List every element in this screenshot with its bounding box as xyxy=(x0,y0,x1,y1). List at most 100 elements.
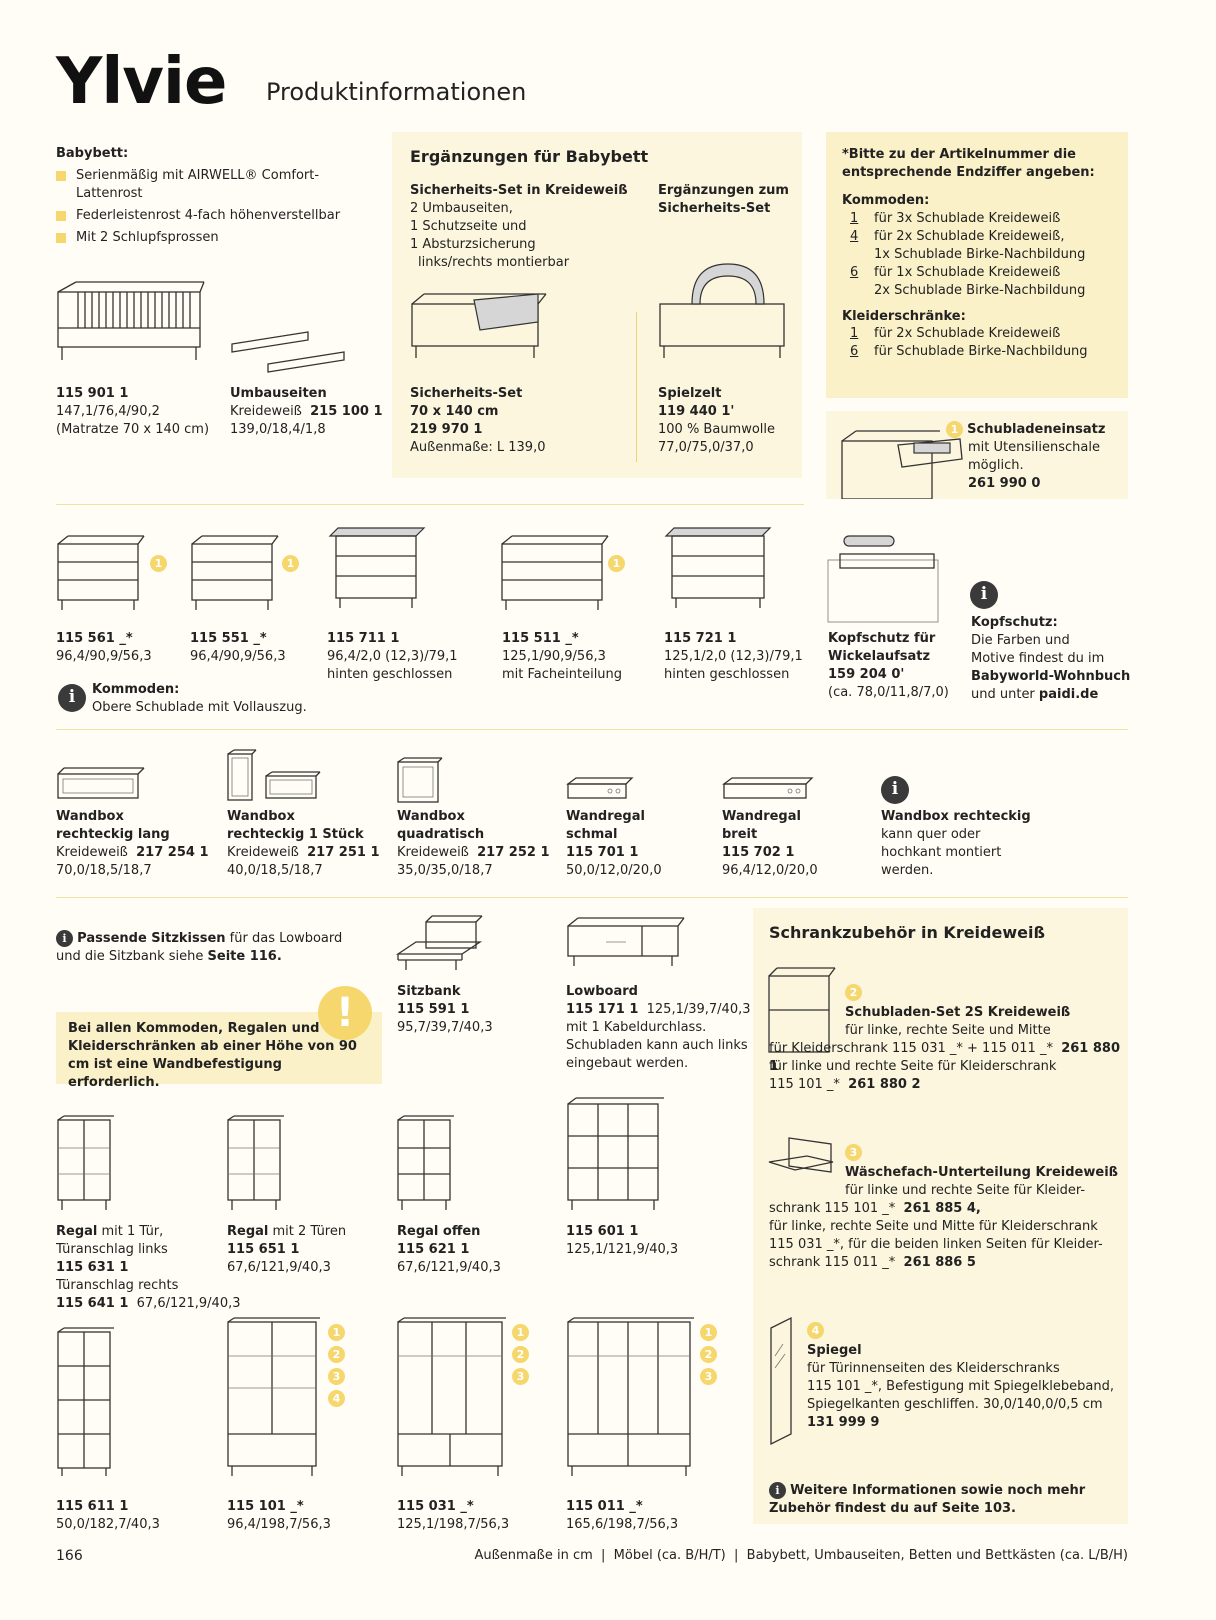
product-dims: 67,6/121,9/40,3 xyxy=(136,1295,241,1311)
text-line: 115 031 _*, für die beiden linken Seiten… xyxy=(769,1237,1103,1252)
page-link[interactable]: Seite 116. xyxy=(207,948,282,964)
spiegel-drawing xyxy=(770,1316,792,1446)
babybett-info: 115 901 1 147,1/76,4/90,2 (Matratze 70 x… xyxy=(56,385,209,439)
product-code: 115 702 1 xyxy=(722,844,795,860)
text-line: 115 101 _* 261 880 2 xyxy=(769,1077,921,1092)
paidi-link[interactable]: paidi.de xyxy=(1038,686,1099,702)
waeschefach-name: Wäschefach-Unterteilung Kreideweiß xyxy=(845,1164,1118,1182)
text-line: 1 Schutzseite und xyxy=(410,218,527,234)
warning-icon: ! xyxy=(318,986,372,1040)
product-dims: 96,4/90,9/56,3 xyxy=(56,648,152,664)
text-line: für Türinnenseiten des Kleiderschranks xyxy=(807,1361,1060,1376)
product-code: 115 031 _* xyxy=(397,1499,474,1514)
product-dims: 67,6/121,9/40,3 xyxy=(227,1259,331,1275)
sicherheitsset-info: Sicherheits-Set 70 x 140 cm 219 970 1 Au… xyxy=(410,385,545,457)
zubehoer-more-hint: i Weitere Informationen sowie noch mehr … xyxy=(769,1482,1089,1518)
text-line: links/rechts montierbar xyxy=(418,254,570,270)
product-color: Kreideweiß xyxy=(227,844,299,860)
text-line: 115 101 _*, Befestigung mit Spiegelklebe… xyxy=(807,1379,1114,1394)
schubladeneinsatz-panel: 1 Schubladeneinsatz mit Utensilienschale… xyxy=(826,411,1128,499)
regal-info: 115 601 1 125,1/121,9/40,3 xyxy=(566,1223,678,1259)
product-name: schmal xyxy=(566,826,618,842)
spielzelt-info: Spielzelt 119 440 1' 100 % Baumwolle 77,… xyxy=(658,385,775,457)
product-code: 115 631 1 xyxy=(56,1259,129,1275)
wandbox-hint: Wandbox rechteckig kann quer oder hochka… xyxy=(881,808,1031,880)
wandbox-quadratisch-drawing xyxy=(397,757,443,803)
product-code: 261 990 0 xyxy=(968,475,1041,491)
text-line: möglich. xyxy=(968,457,1024,473)
text-line: werden. xyxy=(881,862,934,878)
regal-2tueren-drawing xyxy=(227,1115,284,1210)
hint-text: Obere Schublade mit Vollauszug. xyxy=(92,699,307,715)
sitzkissen-hint: i Passende Sitzkissen für das Lowboard u… xyxy=(56,930,366,966)
schrank-info: 115 031 _*125,1/198,7/56,3 xyxy=(397,1498,509,1534)
lowboard-drawing xyxy=(567,917,685,966)
schubladeneinsatz-text: 1 Schubladeneinsatz mit Utensilienschale… xyxy=(946,421,1105,493)
hint-text: für das Lowboard xyxy=(225,931,343,946)
kommoden-hint: Kommoden: Obere Schublade mit Vollauszug… xyxy=(92,681,307,717)
panel-title: Ergänzungen für Babybett xyxy=(410,147,649,166)
product-code: 215 100 1 xyxy=(310,403,383,419)
product-code: 115 171 1 xyxy=(566,1001,639,1017)
sub-heading: Ergänzungen zum Sicherheits-Set xyxy=(658,183,789,216)
product-dims: 50,0/12,0/20,0 xyxy=(566,862,662,878)
product-dims: 40,0/18,5/18,7 xyxy=(227,862,323,878)
number-badge: 3 xyxy=(512,1368,529,1385)
text-line: für linke, rechte Seite und Mitte xyxy=(845,1023,1051,1038)
product-name: rechteckig 1 Stück xyxy=(227,826,364,842)
product-code: 115 641 1 xyxy=(56,1295,129,1311)
text-line: Babyworld-Wohnbuch xyxy=(971,668,1131,684)
divider xyxy=(636,312,637,462)
text-line: Türanschlag links xyxy=(56,1241,168,1257)
regal-gross-drawing xyxy=(567,1097,664,1210)
babybett-drawing xyxy=(57,281,205,360)
wandbefestigung-warning: Bei allen Kommoden, Regalen und Kleiders… xyxy=(56,1012,382,1090)
feature-text: Mit 2 Schlupfsprossen xyxy=(76,229,219,245)
product-dims: 125,1/2,0 (12,3)/79,1 xyxy=(664,648,803,664)
text-line: schrank 115 101 _* 261 885 4, xyxy=(769,1201,981,1216)
product-code: 131 999 9 xyxy=(807,1415,880,1430)
product-name: Lowboard xyxy=(566,984,638,999)
hint-heading: Kopfschutz: xyxy=(971,615,1058,630)
regal-tuer-drawing xyxy=(57,1115,114,1210)
panel-title: Schrankzubehör in Kreideweiß xyxy=(769,923,1045,942)
kommode-info: 115 551 _*96,4/90,9/56,3 xyxy=(190,630,286,666)
product-dims: 35,0/35,0/18,7 xyxy=(397,862,493,878)
product-name: Kopfschutz für Wickelaufsatz xyxy=(828,631,936,664)
product-dims: 139,0/18,4/1,8 xyxy=(230,421,326,437)
text-line: für linke, rechte Seite und Mitte für Kl… xyxy=(769,1219,1098,1234)
number-badge: 3 xyxy=(328,1368,345,1385)
product-code: 115 591 1 xyxy=(397,1001,470,1017)
wickelkommode-breit-drawing xyxy=(664,527,772,608)
hint-bold: Passende Sitzkissen xyxy=(77,931,226,946)
product-name: Schubladeneinsatz xyxy=(967,422,1106,437)
product-code: 159 204 0' xyxy=(828,666,905,682)
number-badge: 3 xyxy=(700,1368,717,1385)
product-code: 217 252 1 xyxy=(477,844,550,860)
product-code: 115 601 1 xyxy=(566,1224,639,1239)
schubladen-set-name: Schubladen-Set 2S Kreideweiß xyxy=(845,1004,1070,1022)
spielzelt-drawing xyxy=(659,263,785,358)
page-title: Ylvie xyxy=(56,45,227,119)
text-line: schrank 115 011 _* 261 886 5 xyxy=(769,1255,976,1270)
text-line: Motive findest du im xyxy=(971,650,1105,666)
text-line: für linke und rechte Seite für Kleidersc… xyxy=(769,1059,1057,1074)
kleiderschrank-2tuerig-drawing xyxy=(227,1317,320,1476)
kleiderschrank-4tuerig-drawing xyxy=(567,1317,694,1476)
product-name: Spielzelt xyxy=(658,386,722,401)
product-dims: 96,4/2,0 (12,3)/79,1 xyxy=(327,648,458,664)
ergaenzungen-panel: Ergänzungen für Babybett Sicherheits-Set… xyxy=(392,132,802,478)
page-subtitle: Produktinformationen xyxy=(266,78,527,106)
info-icon: i xyxy=(881,776,909,804)
text-line: für Kleiderschrank 115 031 _* + 115 011 … xyxy=(769,1041,1121,1074)
product-code: 115 721 1 xyxy=(664,631,737,646)
